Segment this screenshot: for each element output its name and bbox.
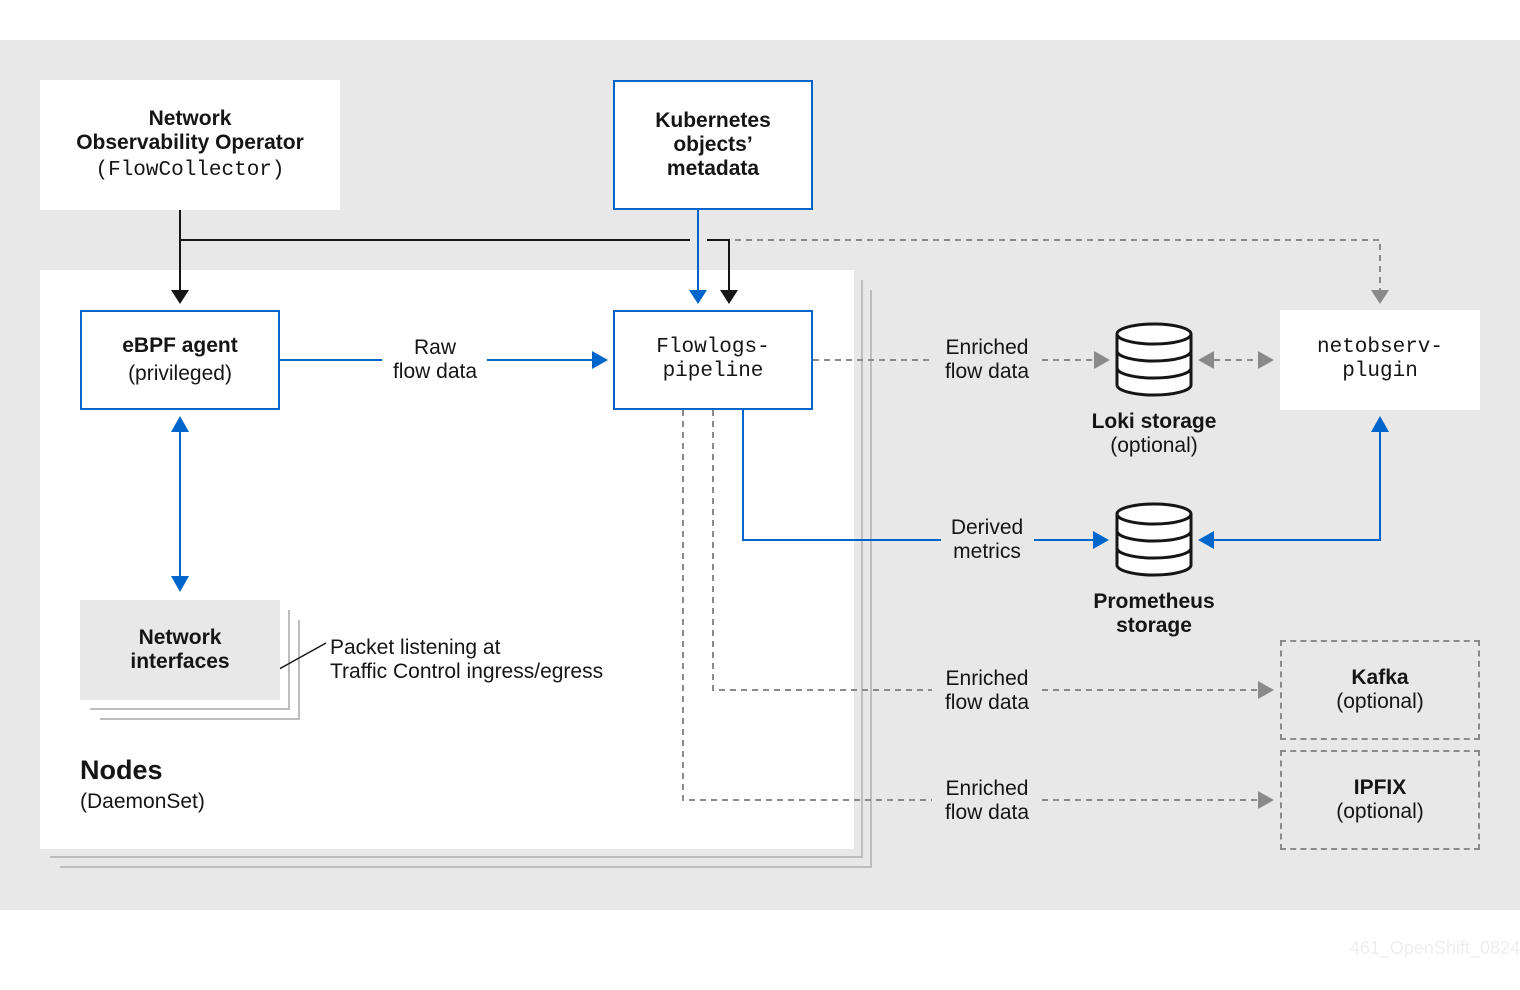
ipfix-subtitle: (optional): [1336, 800, 1424, 823]
arrowhead-plugin-from-prometheus: [1371, 416, 1389, 432]
operator-box: Network Observability Operator (FlowColl…: [40, 80, 340, 210]
netobserv-line2: plugin: [1342, 360, 1418, 383]
k8s-metadata-box: Kubernetes objects’ metadata: [613, 80, 813, 210]
prometheus-subtitle: storage: [1116, 614, 1192, 637]
prometheus-plugin-line: [1214, 432, 1381, 541]
arrowhead-enriched-ipfix: [1258, 791, 1274, 809]
raw-flow-label: Raw flow data: [385, 336, 485, 384]
kafka-subtitle: (optional): [1336, 690, 1424, 713]
ebpf-title: eBPF agent: [122, 334, 238, 357]
enriched-loki-line1: Enriched: [945, 336, 1029, 359]
flowlogs-line1: Flowlogs-: [656, 336, 770, 359]
arrowhead-raw-flow: [592, 351, 608, 369]
enriched-kafka-line2: flow data: [944, 691, 1030, 714]
arrowhead-derived-metrics: [1093, 531, 1109, 549]
derived-metrics-label: Derived metrics: [932, 516, 1042, 564]
arrowhead-enriched-loki: [1094, 351, 1110, 369]
prometheus-label: Prometheus storage: [1074, 590, 1234, 638]
ipfix-box: IPFIX (optional): [1280, 750, 1480, 850]
ebpf-agent-box: eBPF agent (privileged): [80, 310, 280, 410]
arrowhead-netif-down: [171, 576, 189, 592]
packet-listening-note: Packet listening at Traffic Control ingr…: [330, 636, 603, 684]
operator-crd-name: (FlowCollector): [95, 159, 285, 182]
arrowhead-operator-plugin: [1371, 290, 1389, 304]
enriched-loki-label: Enriched flow data: [932, 336, 1042, 384]
enriched-kafka-line1: Enriched: [945, 667, 1029, 690]
prometheus-title: Prometheus: [1093, 590, 1215, 613]
netobserv-plugin-box: netobserv- plugin: [1280, 310, 1480, 410]
enriched-ipfix-line1: Enriched: [945, 777, 1029, 800]
loki-subtitle: (optional): [1110, 434, 1198, 457]
loki-database-icon: [1115, 322, 1193, 397]
ebpf-subtitle: (privileged): [128, 362, 232, 385]
enriched-ipfix-line2: flow data: [944, 801, 1030, 824]
kafka-box: Kafka (optional): [1280, 640, 1480, 740]
k8s-line3: metadata: [666, 157, 760, 180]
kafka-title: Kafka: [1351, 666, 1409, 689]
prometheus-database-icon: [1115, 502, 1193, 577]
k8s-line2: objects’: [673, 133, 753, 156]
netif-frame-back-1: [90, 610, 290, 710]
k8s-line1: Kubernetes: [655, 109, 771, 132]
arrowhead-ebpf-up: [171, 416, 189, 432]
flowlogs-line2: pipeline: [662, 360, 764, 383]
packet-note-line1: Packet listening at: [330, 636, 501, 659]
nodes-frame-back-2: [60, 290, 872, 868]
derived-metrics-line-a: [742, 410, 941, 541]
netif-line1: Network: [138, 626, 222, 649]
arrowhead-operator-ebpf: [171, 290, 189, 304]
derived-metrics-line1: Derived: [950, 516, 1024, 539]
enriched-kafka-label: Enriched flow data: [932, 667, 1042, 715]
arrowhead-enriched-kafka: [1258, 681, 1274, 699]
flowlogs-pipeline-box: Flowlogs- pipeline: [613, 310, 813, 410]
arrowhead-prometheus-from-plugin: [1198, 531, 1214, 549]
arrowhead-k8s-flowlogs: [689, 290, 707, 304]
nodes-title: Nodes: [80, 755, 163, 785]
arrowhead-loki-from-plugin: [1198, 351, 1214, 369]
network-interfaces-box: Network interfaces: [80, 600, 280, 700]
ipfix-title: IPFIX: [1353, 776, 1407, 799]
netobserv-line1: netobserv-: [1316, 336, 1444, 359]
enriched-ipfix-line-a: [682, 410, 932, 801]
packet-note-line2: Traffic Control ingress/egress: [330, 660, 604, 683]
arrowhead-plugin-from-loki: [1258, 351, 1274, 369]
watermark-label: 461_OpenShift_0824: [1349, 938, 1520, 958]
netif-frame-back-2: [100, 620, 300, 720]
loki-title: Loki storage: [1091, 410, 1217, 433]
enriched-kafka-line-a: [712, 410, 932, 691]
operator-title-line2: Observability Operator: [76, 131, 304, 154]
loki-label: Loki storage (optional): [1074, 410, 1234, 458]
nodes-frame-back-1: [50, 280, 863, 858]
enriched-loki-line2: flow data: [944, 360, 1030, 383]
nodes-subtitle: (DaemonSet): [80, 790, 205, 813]
packet-note-pointer: [271, 642, 327, 674]
derived-metrics-line2: metrics: [953, 540, 1021, 563]
operator-to-plugin-line: [735, 239, 1381, 292]
netif-line2: interfaces: [130, 650, 230, 673]
operator-to-flowlogs-line: [707, 239, 730, 292]
operator-title-line1: Network: [148, 107, 232, 130]
arrowhead-operator-flowlogs: [720, 290, 738, 304]
raw-flow-label-line2: flow data: [392, 360, 478, 383]
raw-flow-label-line1: Raw: [413, 336, 456, 359]
enriched-ipfix-label: Enriched flow data: [932, 777, 1042, 825]
